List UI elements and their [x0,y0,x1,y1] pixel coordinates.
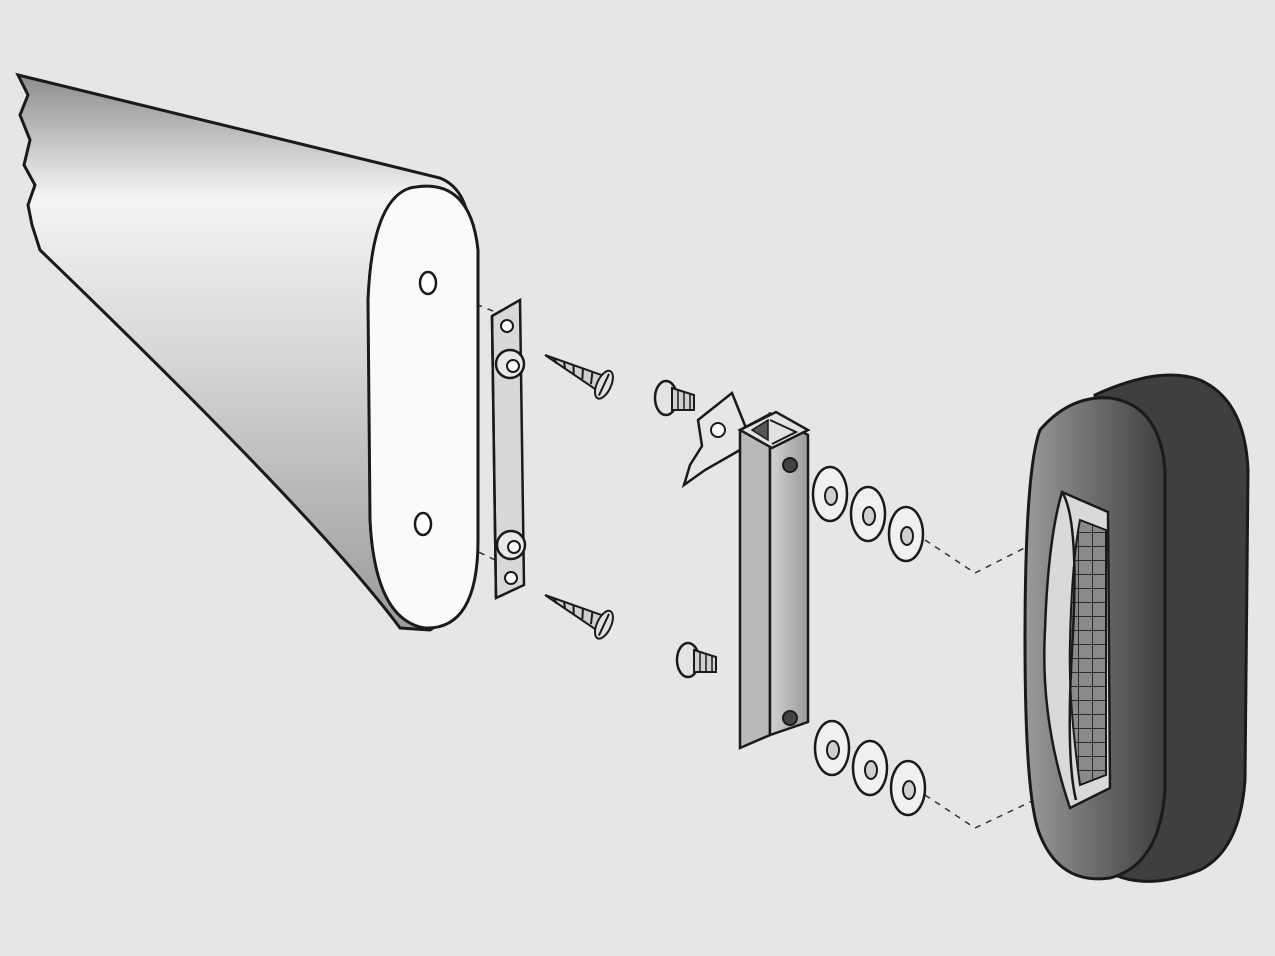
washer-2 [849,485,887,543]
stock [15,72,480,632]
adjustment-rail [737,410,811,750]
wood-screw-icon [544,354,606,392]
stock-screw-hole-top [418,270,438,296]
rail-hole-bottom [782,710,798,726]
stock-butt-face [366,184,480,630]
wood-screw-bottom [544,594,614,640]
mounting-plate [490,297,527,600]
machine-screw-bottom [675,641,717,679]
spacer-washers-bottom [813,719,927,817]
locking-tab-icon [681,390,748,489]
adjustment-rail-icon [738,411,772,750]
rail-hole-top [782,457,798,473]
locking-tab [681,390,748,489]
wood-screw-top [544,354,614,400]
recoil-pad [1023,373,1250,883]
wood-screw-icon [544,594,606,632]
plate-hole-top [500,319,514,333]
washer-5 [851,739,889,797]
washer-1 [811,465,849,523]
washer-6 [889,759,927,817]
machine-screw-top [653,379,695,417]
washer-4 [813,719,851,777]
spacer-washers-top [811,465,925,563]
stock-screw-hole-bottom [413,511,433,537]
plate-hole-bottom [504,571,518,585]
washer-3 [887,505,925,563]
